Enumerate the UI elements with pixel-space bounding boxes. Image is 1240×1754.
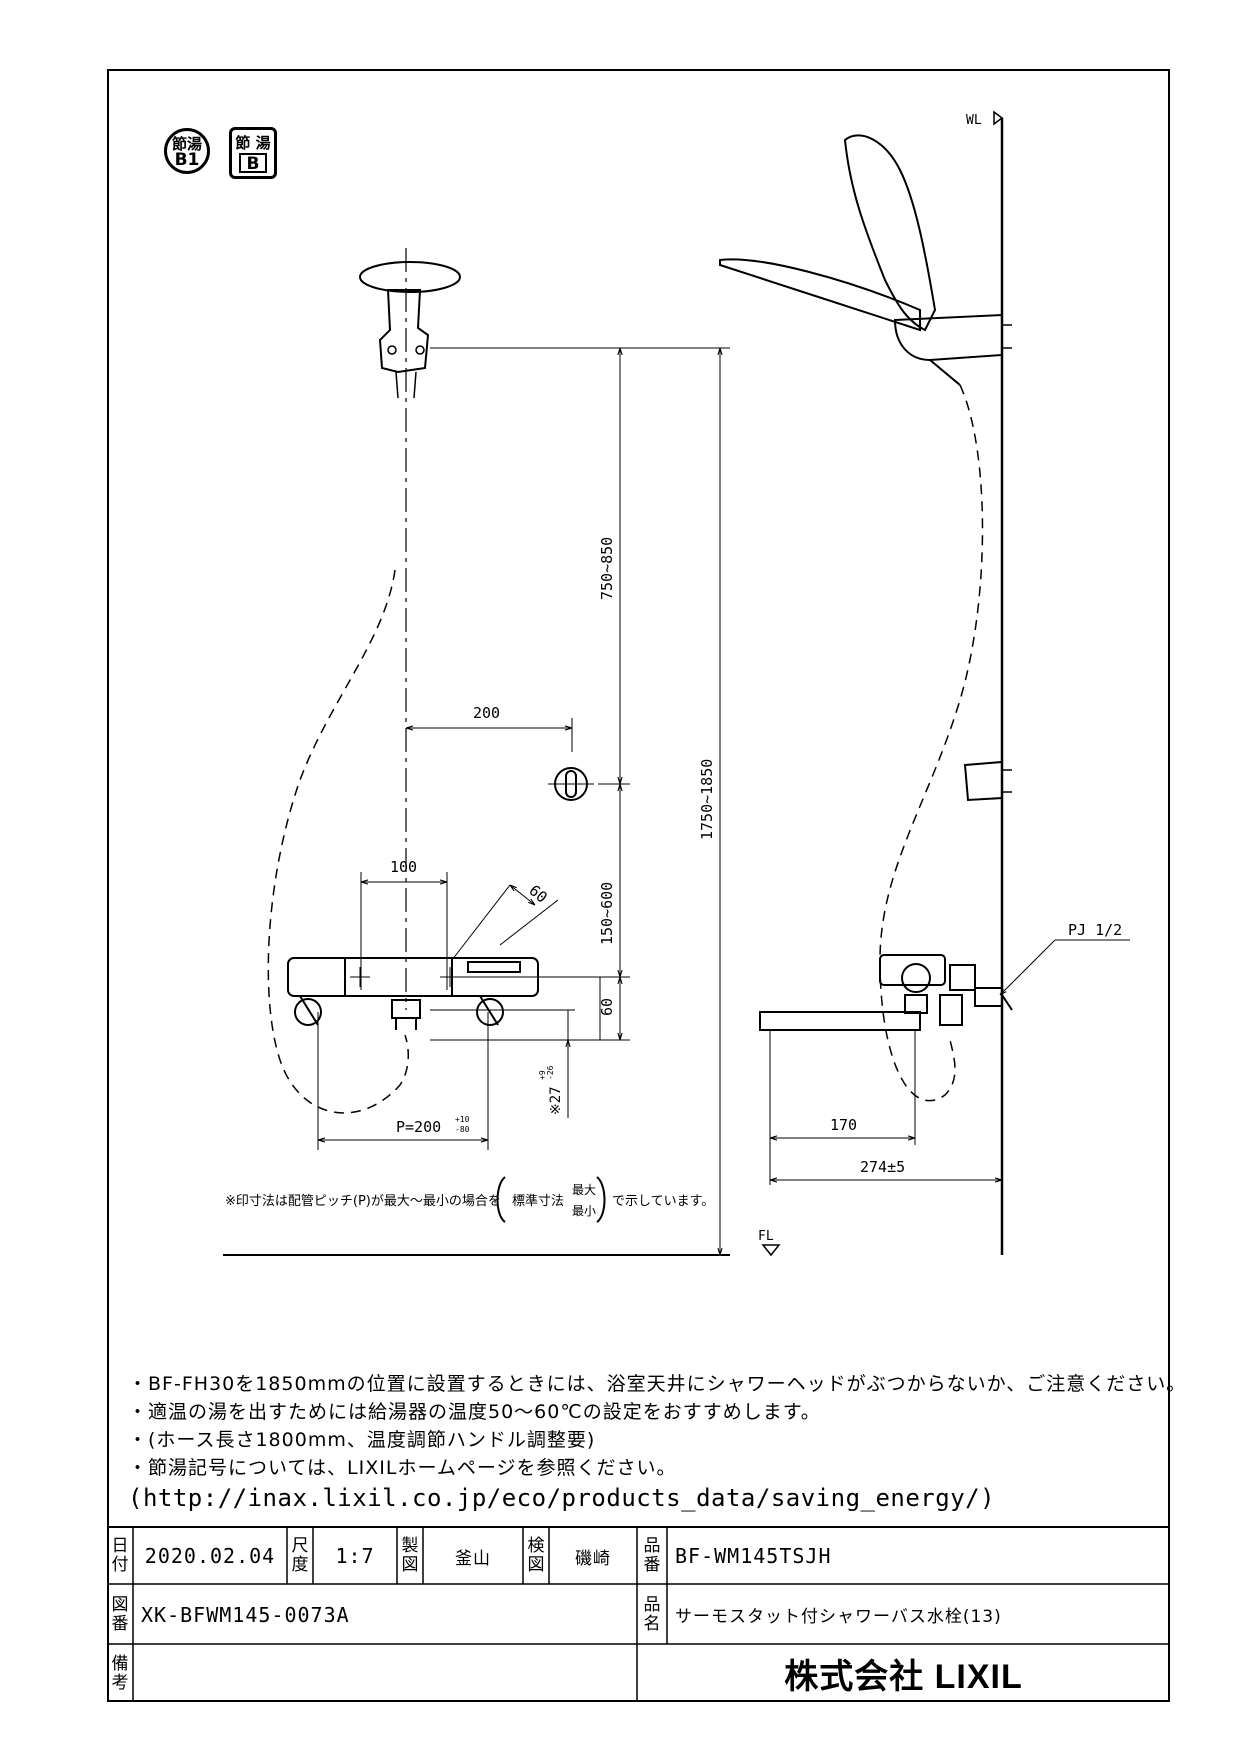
reference-url: (http://inax.lixil.co.jp/eco/products_da… <box>128 1484 996 1512</box>
eco-badge-b1: 節湯 B1 <box>164 128 210 174</box>
dim-27-tol-upper: +9 <box>538 1070 547 1080</box>
eco-badge-b-top: 節 湯 <box>235 134 271 152</box>
product-name-value: サーモスタット付シャワーバス水栓(13) <box>675 1607 1002 1627</box>
dim-1750-1850: 1750~1850 <box>698 759 716 840</box>
footnote-prefix: ※印寸法は配管ピッチ(P)が最大～最小の場合を <box>225 1194 501 1209</box>
dim-100: 100 <box>390 858 417 876</box>
dim-150-600: 150~600 <box>598 882 616 945</box>
hose-side <box>879 384 984 1102</box>
drawing-no-value: XK-BFWM145-0073A <box>141 1602 350 1627</box>
dim-60-angle: 60 <box>525 881 550 906</box>
drawn-value: 釜山 <box>455 1548 491 1569</box>
eco-badge-b-bottom: B <box>239 153 267 173</box>
dim-750-850: 750~850 <box>598 537 616 600</box>
shower-holder-front <box>378 289 430 374</box>
title-block: 日付 2020.02.04 尺度 1:7 製図 釜山 検図 磯崎 品番 BF-W… <box>107 1526 1170 1702</box>
dim-274: 274±5 <box>860 1158 905 1176</box>
hose-front <box>267 569 410 1114</box>
note-1: ・BF-FH30を1850mmの位置に設置するときには、浴室天井にシャワーヘッド… <box>128 1373 1187 1395</box>
eco-badge-b1-bottom: B1 <box>174 150 200 170</box>
dim-pitch-tol-lower: -80 <box>455 1125 470 1134</box>
part-no-value: BF-WM145TSJH <box>675 1544 832 1568</box>
drawn-label: 製図 <box>401 1536 419 1575</box>
title-block-grid <box>107 1526 1170 1702</box>
footnote-std: 標準寸法 <box>512 1193 564 1209</box>
wl-label: WL <box>966 113 982 128</box>
scale-label: 尺度 <box>291 1536 309 1575</box>
drawing-frame <box>107 69 1170 1702</box>
checked-value: 磯崎 <box>575 1548 611 1569</box>
note-4: ・節湯記号については、LIXILホームページを参照ください。 <box>128 1457 677 1479</box>
notes: ・BF-FH30を1850mmの位置に設置するときには、浴室天井にシャワーヘッド… <box>128 1370 1186 1514</box>
fl-label: FL <box>758 1229 774 1244</box>
dim-200: 200 <box>473 704 500 722</box>
mixer-body-side <box>759 954 1013 1031</box>
dim-60: 60 <box>598 998 616 1016</box>
dim-27-tol-lower: -26 <box>546 1065 555 1080</box>
dim-pitch: P=200 <box>396 1118 441 1136</box>
remarks-label: 備考 <box>111 1653 129 1693</box>
date-value: 2020.02.04 <box>144 1544 276 1568</box>
eco-badge-b: 節 湯 B <box>229 127 277 179</box>
checked-label: 検図 <box>527 1536 545 1575</box>
eco-badge-b1-top: 節湯 <box>171 135 202 153</box>
note-3: ・(ホース長さ1800mm、温度調節ハンドル調整要) <box>128 1429 596 1451</box>
dim-170: 170 <box>830 1116 857 1134</box>
product-name-label: 品名 <box>643 1594 661 1634</box>
footnote-max: 最大 <box>572 1183 596 1197</box>
shower-head-side <box>843 134 937 332</box>
footnote-min: 最小 <box>572 1204 596 1218</box>
dim-pitch-tol-upper: +10 <box>455 1115 470 1124</box>
scale-value: 1:7 <box>335 1544 375 1568</box>
dim-27: ※27 <box>548 1086 564 1115</box>
mixer-body-front <box>287 957 539 1030</box>
part-no-label: 品番 <box>643 1536 661 1575</box>
shower-head-front <box>359 261 461 293</box>
drawing-no-label: 図番 <box>111 1594 129 1634</box>
pj-label: PJ 1/2 <box>1068 921 1122 939</box>
company-logo: 株式会社 LIXIL <box>784 1658 1023 1696</box>
wall-hook-side <box>963 760 1003 802</box>
date-label: 日付 <box>111 1536 129 1575</box>
note-2: ・適温の湯を出すためには給湯器の温度50～60℃の設定をおすすめします。 <box>128 1401 821 1423</box>
footnote-suffix: で示しています。 <box>612 1194 714 1209</box>
